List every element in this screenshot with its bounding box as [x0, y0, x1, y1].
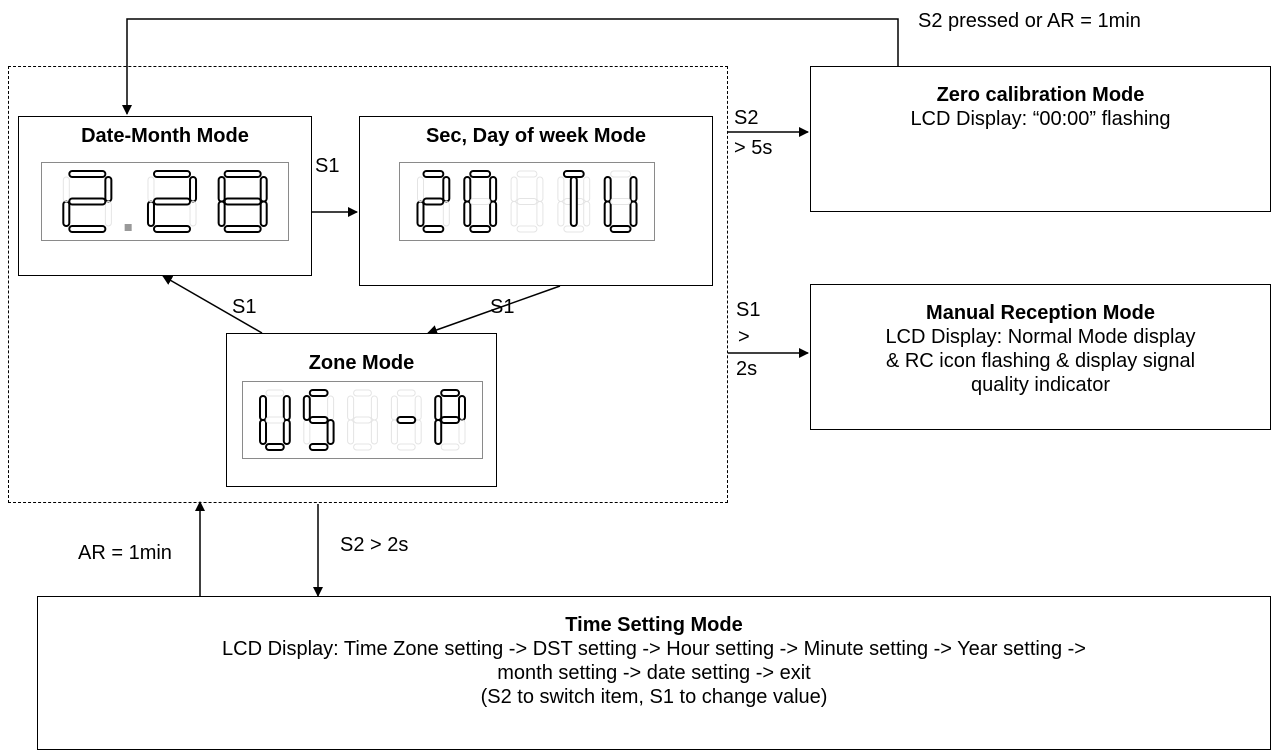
- manual-reception-mode-box: Manual Reception Mode LCD Display: Norma…: [810, 284, 1271, 430]
- zero-calibration-mode-title: Zero calibration Mode: [936, 84, 1145, 106]
- normal-mode-group: [8, 66, 728, 503]
- zone-mode-title: Zone Mode: [308, 352, 415, 374]
- sec-day-lcd: [399, 162, 655, 241]
- manual-reception-description-line: & RC icon flashing & display signal: [885, 350, 1196, 372]
- s1-zone-to-date-label: S1: [232, 296, 257, 318]
- manual-reception-description-line: LCD Display: Normal Mode display: [885, 326, 1196, 348]
- time-setting-description-line: LCD Display: Time Zone setting -> DST se…: [222, 638, 1086, 660]
- date-month-lcd: [41, 162, 289, 241]
- s2-zero-label-line: > 5s: [734, 137, 773, 159]
- zero-calibration-mode-box: Zero calibration Mode LCD Display: “00:0…: [810, 66, 1271, 212]
- ar-return-label: AR = 1min: [78, 542, 172, 564]
- s2-zero-label-line: S2: [734, 107, 759, 129]
- s1-manual-label-line: S1: [736, 299, 761, 321]
- sec-day-mode-box: Sec, Day of week Mode: [359, 116, 713, 286]
- zone-lcd-digits: [259, 389, 466, 451]
- zone-lcd: [242, 381, 483, 459]
- sec-day-mode-title: Sec, Day of week Mode: [425, 125, 647, 147]
- manual-reception-mode-title: Manual Reception Mode: [926, 302, 1155, 324]
- time-setting-description-line: month setting -> date setting -> exit: [497, 662, 811, 684]
- date-month-lcd-digits: [62, 170, 268, 233]
- manual-reception-description-line: quality indicator: [971, 374, 1110, 396]
- s2-time-setting-label: S2 > 2s: [340, 534, 409, 556]
- top-return-label: S2 pressed or AR = 1min: [918, 10, 1141, 32]
- time-setting-mode-title: Time Setting Mode: [565, 614, 743, 636]
- s1-sec-to-zone-label: S1: [490, 296, 515, 318]
- time-setting-mode-box: Time Setting Mode LCD Display: Time Zone…: [37, 596, 1271, 750]
- date-month-mode-title: Date-Month Mode: [81, 125, 249, 147]
- date-month-mode-box: Date-Month Mode: [18, 116, 312, 276]
- s1-manual-label-line: >: [738, 326, 750, 348]
- sec-day-lcd-digits: [416, 170, 638, 233]
- s1-manual-label-line: 2s: [736, 358, 758, 380]
- zone-mode-box: Zone Mode: [226, 333, 497, 487]
- arrow-zone-to-date: [162, 275, 263, 334]
- zero-calibration-description: LCD Display: “00:00” flashing: [910, 108, 1171, 130]
- arrow-sec-to-zone: [427, 285, 561, 335]
- s1-date-to-sec-label: S1: [315, 155, 340, 177]
- time-setting-description-line: (S2 to switch item, S1 to change value): [480, 686, 828, 708]
